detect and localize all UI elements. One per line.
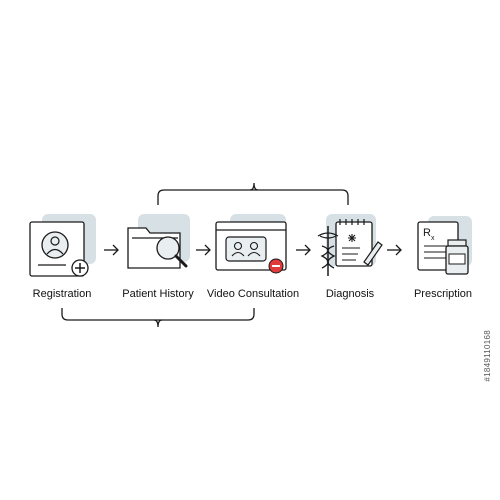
rx-bottle-icon: R x: [417, 216, 472, 275]
step-label-patient-history: Patient History: [122, 288, 194, 300]
bottom-bracket: [61, 308, 255, 321]
step-label-prescription: Prescription: [413, 288, 473, 300]
folder-search-icon: [127, 214, 190, 269]
stock-image-id: #1849110168: [483, 330, 492, 382]
user-profile-add-icon: [29, 214, 96, 277]
top-bracket: [157, 189, 349, 205]
step-label-registration: Registration: [32, 288, 92, 300]
arrow-2-icon: [196, 244, 211, 256]
caduceus-clipboard-icon: [317, 214, 383, 276]
step-label-video-consultation: Video Consultation: [206, 288, 300, 300]
top-bracket-tick: [249, 182, 259, 191]
bottom-bracket-tick: [153, 319, 163, 328]
svg-text:R: R: [423, 227, 431, 239]
arrow-4-icon: [387, 244, 402, 256]
svg-text:x: x: [431, 235, 435, 242]
video-call-icon: [215, 214, 287, 274]
arrow-3-icon: [296, 244, 311, 256]
step-label-diagnosis: Diagnosis: [325, 288, 375, 300]
arrow-1-icon: [104, 244, 119, 256]
